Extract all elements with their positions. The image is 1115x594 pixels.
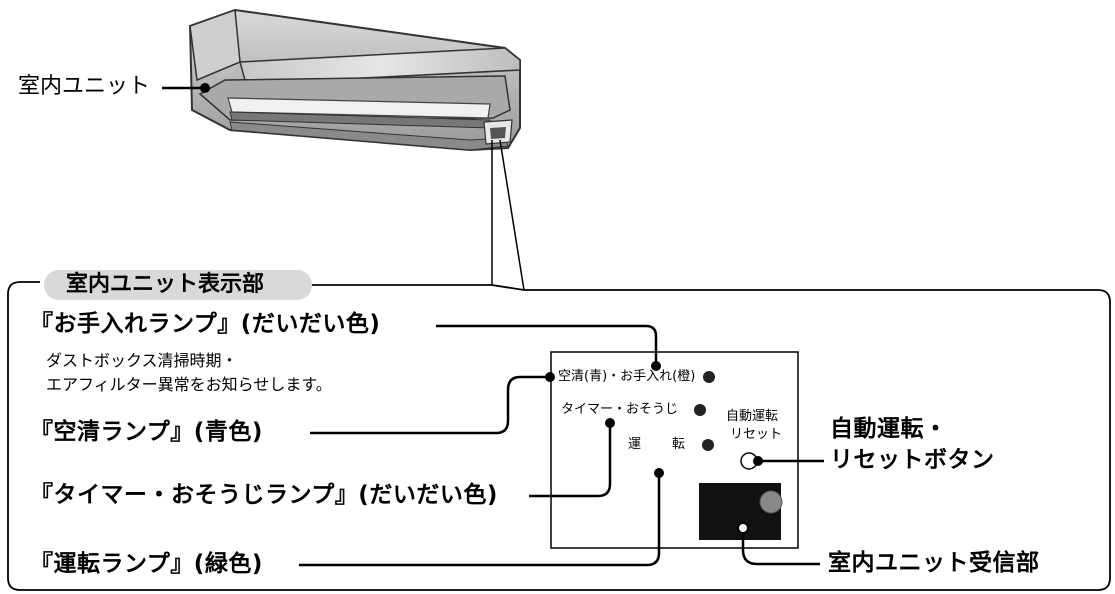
panel-button-label-1: 自動運転 xyxy=(726,409,779,424)
air-clean-lamp-label: 『空清ランプ』(青色) xyxy=(30,419,263,445)
indoor-unit-label: 室内ユニット xyxy=(18,74,151,99)
panel-row-care: 空清(青)・お手入れ(橙) xyxy=(558,369,696,384)
panel-row-timer: タイマー・おそうじ xyxy=(561,402,679,417)
panel-row-run-a: 運 xyxy=(628,437,642,452)
auto-reset-label-line2: リセットボタン xyxy=(830,447,995,473)
timer-lamp-label: 『タイマー・おそうじランプ』(だいだい色) xyxy=(30,482,498,508)
run-lamp-label: 『運転ランプ』(緑色) xyxy=(30,551,263,577)
care-lamp-label: 『お手入れランプ』(だいだい色) xyxy=(30,311,381,337)
indoor-unit-illustration xyxy=(188,8,521,152)
auto-reset-label-line1: 自動運転・ xyxy=(830,416,948,442)
care-lamp-desc-line2: エアフィルター異常をお知らせします。 xyxy=(46,375,332,394)
receiver-label: 室内ユニット受信部 xyxy=(828,550,1040,576)
panel-row-run-b: 転 xyxy=(672,437,686,452)
display-section-title: 室内ユニット表示部 xyxy=(66,272,265,297)
care-lamp-desc-line1: ダストボックス清掃時期・ xyxy=(46,351,238,370)
panel-button-label-2: リセット xyxy=(730,427,783,442)
